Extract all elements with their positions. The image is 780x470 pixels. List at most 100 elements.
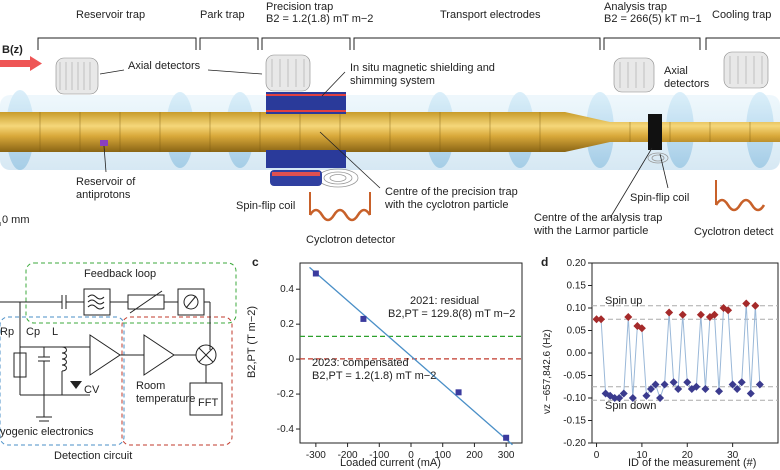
l-label: L (52, 326, 59, 338)
y-tick-label: -0.2 (277, 389, 295, 400)
y-tick-label: -0.20 (563, 438, 586, 449)
analysis-trap-b2: B2 = 266(5) kT m−1 (604, 13, 702, 25)
data-point-down (755, 380, 764, 389)
axial-detectors-label: Axial detectors (128, 60, 201, 72)
x-tick-label: 200 (466, 450, 483, 461)
data-point-up (678, 310, 687, 319)
y-tick-label: 0.15 (567, 281, 587, 292)
data-point-down (669, 378, 678, 387)
y-tick-label: 0 (288, 354, 294, 365)
axial-detectors-right-2: detectors (664, 78, 710, 90)
reservoir-trap-label: Reservoir trap (76, 9, 146, 21)
panel-c-xlabel: Loaded current (mA) (340, 457, 441, 469)
spin-up-label: Spin up (605, 295, 643, 307)
cv-label: CV (84, 384, 100, 396)
centre-precision-2: with the cyclotron particle (385, 199, 509, 211)
data-point-down (683, 378, 692, 387)
rp-label: Rp (0, 326, 15, 338)
fft-label: FFT (198, 397, 219, 409)
data-point-up (592, 315, 601, 324)
data-point-up (724, 306, 733, 315)
x-tick-label: 30 (727, 450, 739, 461)
cryogenic-label: yogenic electronics (0, 426, 94, 438)
data-point-down (715, 387, 724, 396)
precision-trap-label: Precision trap (266, 1, 334, 13)
x-tick-label: -300 (306, 450, 326, 461)
data-point-up (710, 310, 719, 319)
data-point-down (656, 394, 665, 402)
axes-frame (299, 262, 523, 444)
data-point-down (692, 382, 701, 391)
room-label-1: Room (136, 380, 166, 392)
y-tick-label: -0.15 (563, 416, 586, 427)
y-tick-label: -0.10 (563, 393, 586, 404)
data-point-up (696, 310, 705, 319)
detection-circuit-diagram (0, 262, 237, 446)
b-field-label: B(z) (2, 44, 23, 56)
data-point (312, 270, 319, 277)
panel-c-letter: c (252, 255, 259, 269)
scale-bar-label: 0 mm (2, 214, 30, 226)
data-point-down (615, 394, 624, 402)
data-point-down (628, 394, 637, 402)
data-point-down (651, 380, 660, 389)
data-point-up (705, 313, 714, 321)
y-tick-label: 0.05 (567, 326, 587, 337)
y-tick-label: 0.10 (567, 303, 587, 314)
cp-label: Cp (26, 326, 41, 338)
panel-d-letter: d (541, 255, 549, 269)
spin-down-label: Spin down (605, 400, 657, 412)
data-point-down (728, 380, 737, 389)
panel-d-ylabel: νz −657,842.6 (Hz) (542, 329, 553, 414)
data-point-up (597, 315, 606, 324)
spin-flip-coil-right: Spin-flip coil (630, 192, 690, 204)
data-point-down (674, 385, 683, 393)
centre-analysis-2: with the Larmor particle (534, 225, 649, 237)
room-label-2: temperature (136, 393, 196, 405)
data-point-down (610, 394, 619, 402)
annotation-2023-2: B2,PT = 1.2(1.8) mT m−2 (312, 370, 437, 382)
x-tick-label: 0 (408, 450, 414, 461)
reservoir-antiprotons-2: antiprotons (76, 189, 131, 201)
reservoir-antiprotons-1: Reservoir of (76, 176, 136, 188)
y-tick-label: 0.4 (280, 284, 294, 295)
axial-detectors-right-1: Axial (664, 65, 688, 77)
data-point-down (737, 378, 746, 387)
data-point-up (637, 324, 646, 333)
x-tick-label: 20 (682, 450, 694, 461)
cyclotron-detector-left: Cyclotron detector (306, 234, 396, 246)
data-point (455, 389, 462, 396)
x-tick-label: 300 (498, 450, 515, 461)
precision-trap-b2: B2 = 1.2(1.8) mT m−2 (266, 13, 374, 25)
data-point-up (624, 313, 633, 321)
centre-analysis-1: Centre of the analysis trap (534, 212, 663, 224)
x-tick-label: -200 (338, 450, 358, 461)
data-point-down (733, 385, 742, 393)
shielding-label-2: shimming system (350, 75, 435, 87)
data-point-down (660, 380, 669, 389)
data-point-down (619, 389, 628, 398)
panel-c-ylabel: B2,PT (T m−2) (246, 305, 258, 378)
apparatus-illustration (0, 37, 780, 226)
data-point-up (742, 299, 751, 308)
feedback-loop-label: Feedback loop (84, 268, 157, 280)
analysis-trap-label: Analysis trap (604, 1, 667, 13)
data-point-down (701, 385, 710, 393)
x-tick-label: -100 (369, 450, 389, 461)
x-tick-label: 0 (594, 450, 600, 461)
annotation-2023-1: 2023: compensated (312, 357, 409, 369)
data-point-down (746, 389, 755, 398)
data-point-down (606, 391, 615, 400)
centre-precision-1: Centre of the precision trap (385, 186, 518, 198)
cyclotron-detector-right: Cyclotron detect (694, 226, 774, 238)
data-point-down (646, 385, 655, 393)
detection-circuit-label: Detection circuit (54, 450, 133, 462)
park-trap-label: Park trap (200, 9, 245, 21)
data-point-up (665, 308, 674, 317)
y-tick-label: 0.00 (567, 348, 587, 359)
data-point-up (751, 301, 760, 310)
fit-line (309, 266, 513, 446)
y-tick-label: -0.4 (277, 424, 295, 435)
